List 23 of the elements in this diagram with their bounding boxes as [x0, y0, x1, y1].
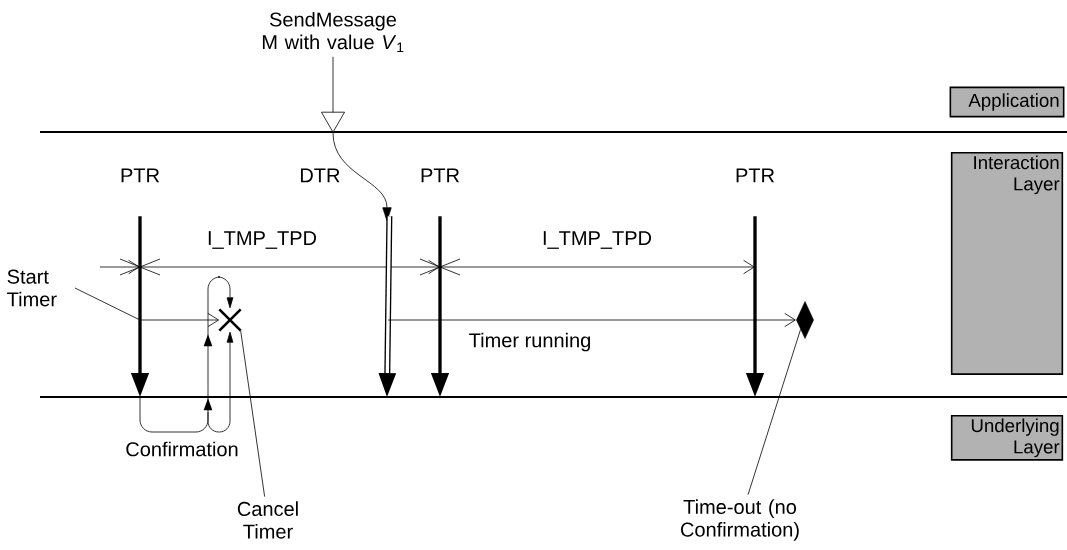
layer-box: Interaction Layer — [950, 152, 1064, 375]
annotation-text: Time-out (no Confirmation) — [681, 499, 799, 541]
annotation-text: Start Timer — [7, 269, 57, 307]
message-label: SendMessage M with value V$_{1}$ — [262, 11, 404, 53]
arrow — [139, 276, 234, 433]
dimension-label: I_TMP_TPD — [208, 231, 317, 249]
dimension-label: I_TMP_TPD — [543, 231, 652, 249]
layer-box: Underlying Layer — [950, 415, 1064, 461]
cross-mark — [218, 308, 242, 332]
arrow — [207, 331, 234, 433]
annotation-text: Cancel Timer — [237, 501, 298, 539]
column-label: DTR — [300, 168, 340, 183]
layer-box: Application — [949, 86, 1065, 118]
arrow — [74, 287, 219, 328]
diamond-mark — [796, 301, 814, 339]
column-label: PTR — [121, 168, 160, 183]
column-label: PTR — [736, 168, 775, 183]
edge-label: Timer running — [467, 331, 593, 353]
edge-label: Confirmation — [124, 440, 241, 458]
leader-line — [747, 329, 801, 496]
column-label: PTR — [421, 168, 460, 183]
arrow — [387, 312, 796, 328]
leader-line — [240, 330, 266, 497]
